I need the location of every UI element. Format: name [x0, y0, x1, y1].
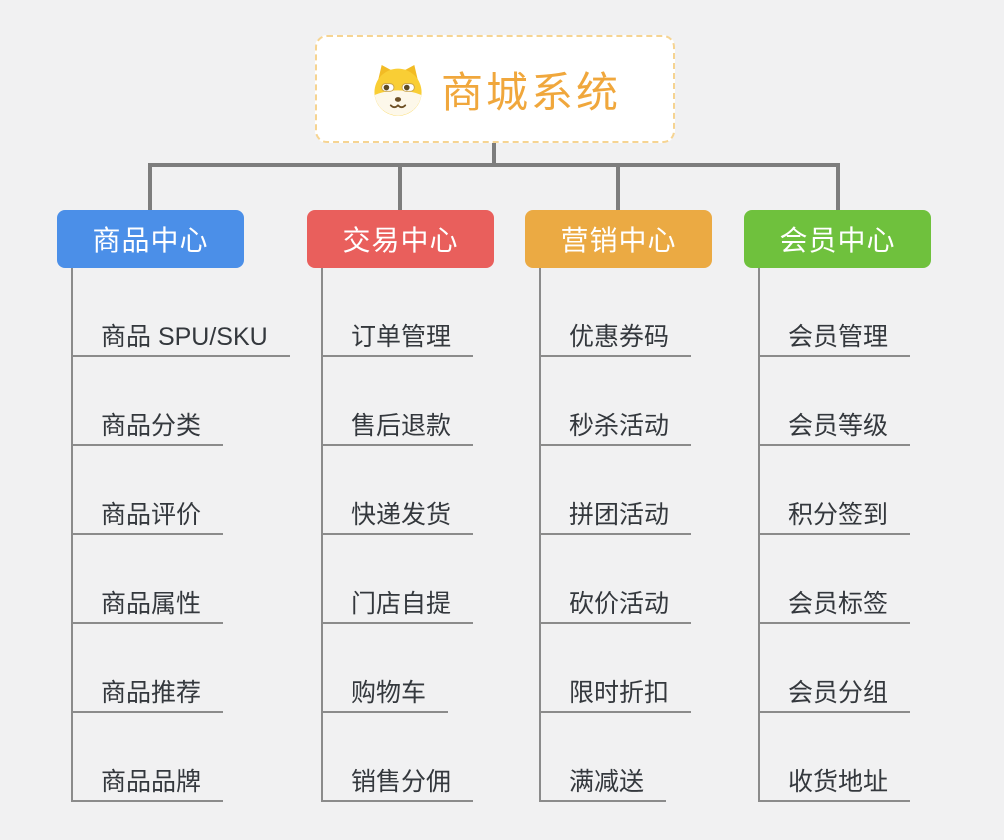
- item-label: 商品属性: [101, 589, 202, 618]
- connector-drop: [148, 163, 152, 210]
- branch-label: 交易中心: [342, 225, 459, 256]
- item-label: 商品 SPU/SKU: [101, 322, 268, 351]
- mindmap-item[interactable]: 会员管理: [758, 268, 911, 357]
- item-label: 商品分类: [101, 411, 202, 440]
- item-label: 会员管理: [788, 322, 889, 351]
- mindmap-item[interactable]: 收货地址: [758, 713, 911, 802]
- mindmap-item[interactable]: 商品品牌: [71, 713, 224, 802]
- branch-spine: [71, 268, 73, 802]
- doge-icon: [374, 64, 422, 116]
- item-label: 优惠券码: [569, 322, 670, 351]
- item-label: 满减送: [569, 767, 645, 796]
- item-label: 限时折扣: [569, 678, 670, 707]
- item-label: 会员等级: [788, 411, 889, 440]
- mindmap-item[interactable]: 快递发货: [321, 446, 474, 535]
- connector-drop: [836, 163, 840, 210]
- branch-node-member-center[interactable]: 会员中心: [744, 210, 931, 268]
- mindmap-item[interactable]: 售后退款: [321, 357, 474, 446]
- item-label: 积分签到: [788, 500, 889, 529]
- mindmap-item[interactable]: 商品评价: [71, 446, 224, 535]
- branch-node-product-center[interactable]: 商品中心: [57, 210, 244, 268]
- root-node[interactable]: 商城系统: [315, 35, 675, 143]
- mindmap-item[interactable]: 满减送: [539, 713, 667, 802]
- mindmap-item[interactable]: 订单管理: [321, 268, 474, 357]
- item-label: 商品品牌: [101, 767, 202, 796]
- mindmap-item[interactable]: 商品属性: [71, 535, 224, 624]
- mindmap-item[interactable]: 拼团活动: [539, 446, 692, 535]
- branch-children-marketing-center: 优惠券码 秒杀活动 拼团活动 砍价活动 限时折扣 满减送: [539, 268, 779, 802]
- item-label: 会员分组: [788, 678, 889, 707]
- item-label: 购物车: [351, 678, 427, 707]
- item-label: 售后退款: [351, 411, 452, 440]
- mindmap-item[interactable]: 会员分组: [758, 624, 911, 713]
- mindmap-item[interactable]: 限时折扣: [539, 624, 692, 713]
- item-label: 收货地址: [788, 767, 889, 796]
- item-label: 拼团活动: [569, 500, 670, 529]
- branch-children-trade-center: 订单管理 售后退款 快递发货 门店自提 购物车 销售分佣: [321, 268, 561, 802]
- item-label: 订单管理: [351, 322, 452, 351]
- connector-drop: [398, 163, 402, 210]
- item-label: 商品推荐: [101, 678, 202, 707]
- mindmap-item[interactable]: 商品分类: [71, 357, 224, 446]
- mindmap-item[interactable]: 会员等级: [758, 357, 911, 446]
- mindmap-item[interactable]: 秒杀活动: [539, 357, 692, 446]
- branch-spine: [758, 268, 760, 802]
- mindmap-item[interactable]: 商品推荐: [71, 624, 224, 713]
- item-label: 会员标签: [788, 589, 889, 618]
- root-title: 商城系统: [440, 68, 621, 116]
- branch-spine: [539, 268, 541, 802]
- branch-node-trade-center[interactable]: 交易中心: [307, 210, 494, 268]
- mindmap-item[interactable]: 购物车: [321, 624, 449, 713]
- mindmap-item[interactable]: 积分签到: [758, 446, 911, 535]
- mindmap-item[interactable]: 砍价活动: [539, 535, 692, 624]
- mindmap-item[interactable]: 商品 SPU/SKU: [71, 268, 290, 357]
- branch-children-member-center: 会员管理 会员等级 积分签到 会员标签 会员分组 收货地址: [758, 268, 998, 802]
- item-label: 秒杀活动: [569, 411, 670, 440]
- item-label: 门店自提: [351, 589, 452, 618]
- branch-label: 营销中心: [560, 225, 677, 256]
- item-label: 砍价活动: [569, 589, 670, 618]
- mindmap-item[interactable]: 优惠券码: [539, 268, 692, 357]
- item-label: 销售分佣: [351, 767, 452, 796]
- branch-label: 会员中心: [779, 225, 896, 256]
- item-label: 快递发货: [351, 500, 452, 529]
- mindmap-item[interactable]: 销售分佣: [321, 713, 474, 802]
- connector-bus: [148, 163, 840, 167]
- connector-root-stem: [492, 142, 496, 166]
- branch-children-product-center: 商品 SPU/SKU 商品分类 商品评价 商品属性 商品推荐 商品品牌: [71, 268, 311, 802]
- mindmap-item[interactable]: 会员标签: [758, 535, 911, 624]
- connector-drop: [616, 163, 620, 210]
- mindmap-item[interactable]: 门店自提: [321, 535, 474, 624]
- branch-label: 商品中心: [92, 225, 209, 256]
- branch-spine: [321, 268, 323, 802]
- item-label: 商品评价: [101, 500, 202, 529]
- branch-node-marketing-center[interactable]: 营销中心: [525, 210, 712, 268]
